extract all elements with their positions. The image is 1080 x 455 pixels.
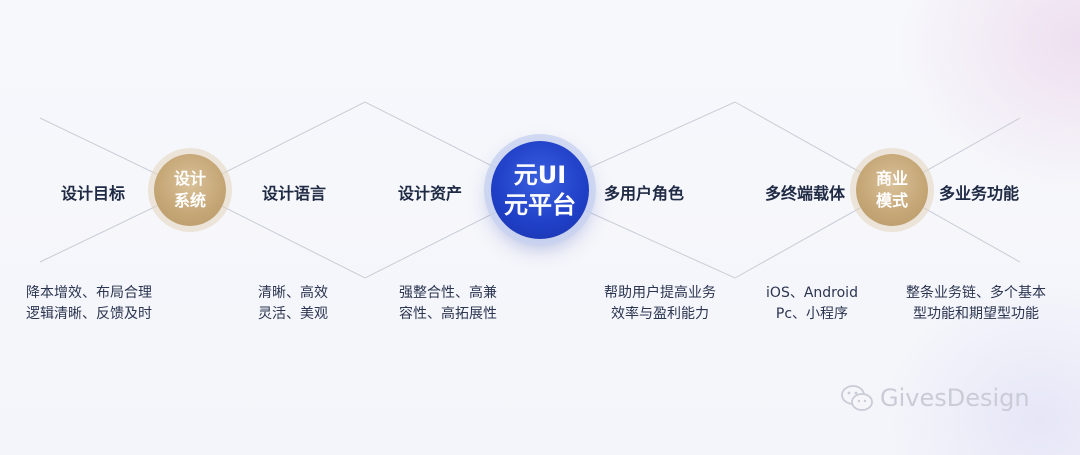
desc-multi-business: 整条业务链、多个基本 型功能和期望型功能 xyxy=(906,283,1046,325)
desc-design-assets: 强整合性、高兼 容性、高拓展性 xyxy=(399,283,497,325)
business-model-line1: 商业 xyxy=(875,169,908,188)
desc-multi-terminal-line2: Pc、小程序 xyxy=(775,306,849,322)
core-platform-node: 元UI 元平台 xyxy=(491,141,589,239)
label-multi-business: 多业务功能 xyxy=(938,184,1020,203)
desc-multi-business-line2: 型功能和期望型功能 xyxy=(913,306,1039,322)
core-platform-line1: 元UI xyxy=(513,161,567,189)
label-design-assets: 设计资产 xyxy=(397,184,463,203)
desc-multi-terminal-line1: iOS、Android xyxy=(766,285,858,301)
desc-design-language-line1: 清晰、高效 xyxy=(258,285,328,301)
business-model-line2: 模式 xyxy=(875,191,908,210)
desc-design-goal-line2: 逻辑清晰、反馈及时 xyxy=(26,306,152,322)
desc-design-goal: 降本增效、布局合理 逻辑清晰、反馈及时 xyxy=(26,283,152,325)
desc-multi-terminal: iOS、Android Pc、小程序 xyxy=(766,283,858,325)
watermark-text: GivesDesign xyxy=(880,384,1030,412)
desc-design-language: 清晰、高效 灵活、美观 xyxy=(258,283,328,325)
desc-multi-business-line1: 整条业务链、多个基本 xyxy=(906,285,1046,301)
watermark: GivesDesign xyxy=(840,384,1030,412)
desc-design-goal-line1: 降本增效、布局合理 xyxy=(26,285,152,301)
desc-multi-user-roles: 帮助用户提高业务 效率与盈利能力 xyxy=(604,283,716,325)
core-platform-line2: 元平台 xyxy=(504,191,576,219)
design-system-line1: 设计 xyxy=(173,169,206,188)
business-model-node: 商业 模式 xyxy=(856,154,928,226)
wechat-icon xyxy=(841,385,873,411)
label-multi-terminal: 多终端载体 xyxy=(764,184,846,203)
label-design-language: 设计语言 xyxy=(261,184,327,203)
desc-design-language-line2: 灵活、美观 xyxy=(258,306,328,322)
desc-design-assets-line2: 容性、高拓展性 xyxy=(399,306,497,322)
desc-multi-user-roles-line1: 帮助用户提高业务 xyxy=(604,285,716,301)
desc-design-assets-line1: 强整合性、高兼 xyxy=(399,285,497,301)
label-design-goal: 设计目标 xyxy=(60,184,126,203)
label-multi-user-roles: 多用户角色 xyxy=(603,184,685,203)
design-system-line2: 系统 xyxy=(173,191,206,210)
desc-multi-user-roles-line2: 效率与盈利能力 xyxy=(611,306,709,322)
design-system-node: 设计 系统 xyxy=(154,154,226,226)
